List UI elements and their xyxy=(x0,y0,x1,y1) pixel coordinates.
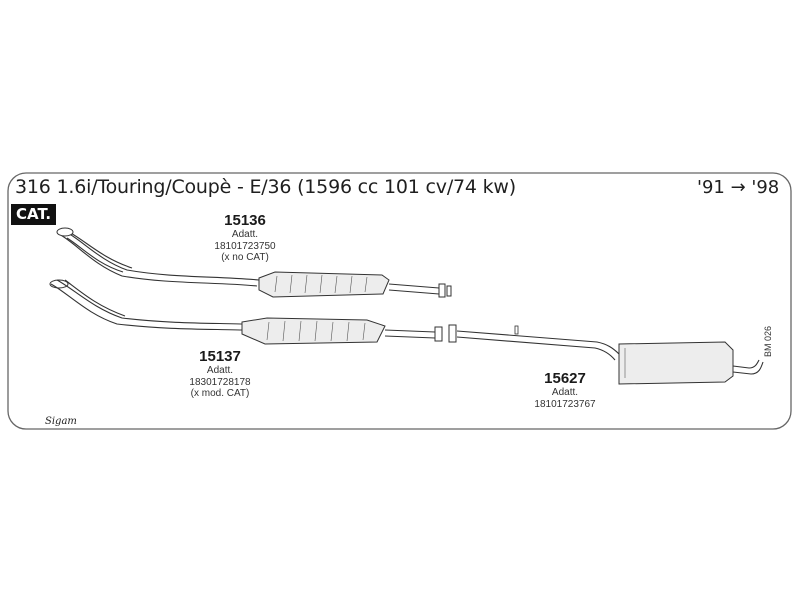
part-note: (x no CAT) xyxy=(221,252,269,263)
production-years: '91 → '98 xyxy=(697,177,780,198)
exhaust-system-diagram xyxy=(49,227,764,385)
drawing-code: BM 026 xyxy=(763,325,773,357)
part-label-15627: 15627 Adatt. 18101723767 xyxy=(530,370,600,410)
part-label-15136: 15136 Adatt. 18101723750 (x no CAT) xyxy=(210,212,280,264)
part-oem-code: 18101723750 xyxy=(214,240,276,252)
catalog-sheet: 316 1.6i/Touring/Coupè - E/36 (1596 cc 1… xyxy=(7,172,792,430)
part-note: (x mod. CAT) xyxy=(190,388,250,399)
part-note: Adatt. xyxy=(206,365,234,376)
part-number: 15627 xyxy=(544,370,586,387)
part-note: Adatt. xyxy=(231,229,259,240)
rounded-frame xyxy=(7,172,792,430)
part-oem-code: 18101723767 xyxy=(534,398,596,410)
brand-logo: Sigam xyxy=(45,416,77,427)
vehicle-title: 316 1.6i/Touring/Coupè - E/36 (1596 cc 1… xyxy=(15,176,516,198)
part-number: 15137 xyxy=(199,348,241,365)
part-oem-code: 18301728178 xyxy=(189,376,251,388)
cat-badge: CAT. xyxy=(11,204,57,225)
front-pipe-15137-drawing xyxy=(49,279,457,345)
front-pipe-15136-drawing xyxy=(56,227,452,298)
rear-silencer-15627-drawing xyxy=(456,325,764,385)
part-number: 15136 xyxy=(224,212,266,229)
part-note: Adatt. xyxy=(551,387,579,398)
part-label-15137: 15137 Adatt. 18301728178 (x mod. CAT) xyxy=(185,348,255,400)
